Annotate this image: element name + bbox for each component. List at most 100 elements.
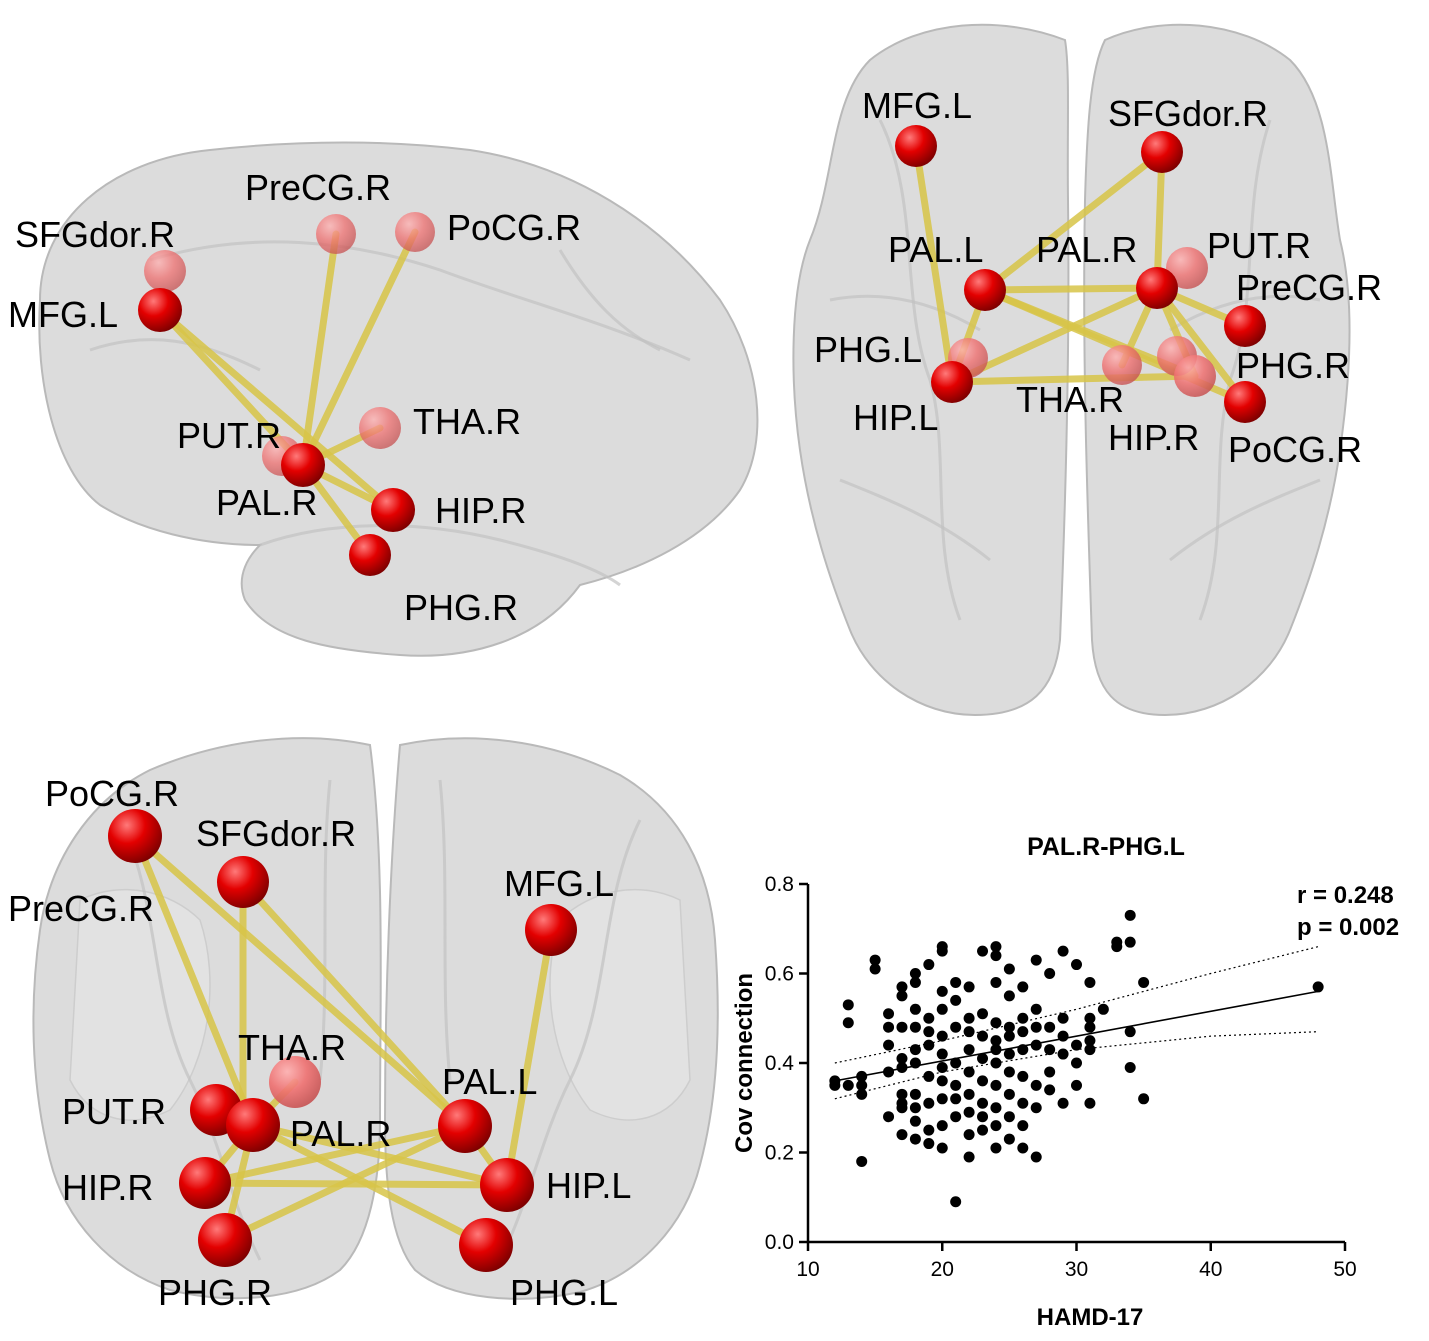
sagittal-fold [89, 338, 261, 372]
data-point [909, 1044, 921, 1056]
data-point [869, 954, 881, 966]
data-point [1030, 1151, 1042, 1163]
coronal-inner-structure [549, 888, 691, 1121]
data-point [1003, 1066, 1015, 1078]
label-put-r: PUT.R [62, 1091, 166, 1132]
data-point [909, 1021, 921, 1033]
data-point [1017, 981, 1029, 993]
label-hip-l: HIP.L [853, 397, 938, 438]
axial-fold [829, 294, 981, 332]
coronal-fold [438, 779, 452, 1081]
data-point [936, 1075, 948, 1087]
label-pal-l: PAL.L [442, 1061, 537, 1102]
stat-p: p = 0.002 [1297, 914, 1399, 941]
label-hip-r: HIP.R [435, 490, 526, 531]
node-pocg-r [108, 809, 162, 863]
label-phg-r: PHG.R [404, 587, 518, 628]
node-hip-l [931, 361, 973, 403]
data-point [1017, 1044, 1029, 1056]
data-point [1124, 936, 1136, 948]
data-point [950, 1111, 962, 1123]
x-tick-label: 10 [796, 1258, 819, 1281]
data-point [990, 941, 1002, 953]
data-point [963, 1129, 975, 1141]
data-point [1044, 1021, 1056, 1033]
edge [131, 832, 469, 1130]
label-hip-l: HIP.L [546, 1165, 631, 1206]
data-point [923, 1039, 935, 1051]
data-point [1003, 1021, 1015, 1033]
node-tha-r [269, 1056, 321, 1108]
data-point [896, 990, 908, 1002]
y-tick-label: 0.0 [765, 1231, 794, 1254]
edge [981, 148, 1166, 294]
label-pal-r: PAL.R [1036, 229, 1137, 270]
y-axis-label: Cov connection [731, 973, 758, 1153]
data-point [1071, 1079, 1082, 1091]
scatter-chart: PAL.R-PHG.L r = 0.248 p = 0.002 Cov conn… [731, 833, 1399, 1331]
data-point [909, 1057, 921, 1069]
data-point [950, 1021, 962, 1033]
node-sfgdor-r [1141, 131, 1183, 173]
edge [912, 142, 956, 386]
edge [239, 878, 469, 1130]
data-point [909, 1115, 921, 1127]
data-point [950, 994, 962, 1006]
data-point [963, 981, 975, 993]
axial-fold [1169, 478, 1321, 562]
data-point [1124, 1026, 1136, 1038]
label-pocg-r: PoCG.R [447, 207, 581, 248]
data-point [909, 1088, 921, 1100]
data-point [883, 1008, 895, 1020]
data-point [1030, 1079, 1042, 1091]
data-point [1071, 1039, 1082, 1051]
data-point [842, 1079, 854, 1091]
label-mfg-l: MFG.L [862, 85, 972, 126]
sagittal-fold [558, 249, 661, 352]
data-point [1030, 1003, 1042, 1015]
y-tick-label: 0.2 [765, 1142, 794, 1165]
data-point [963, 1088, 975, 1100]
label-mfg-l: MFG.L [8, 294, 118, 335]
data-point [1017, 1142, 1029, 1154]
data-point [1044, 1066, 1056, 1078]
data-point [896, 981, 908, 993]
data-point [1138, 976, 1150, 988]
data-point [950, 976, 962, 988]
data-point [990, 1044, 1002, 1056]
data-point [856, 1079, 868, 1091]
data-point [977, 1075, 989, 1087]
node-pal-l [964, 269, 1006, 311]
coronal-inner-structure [69, 888, 211, 1121]
data-point [923, 1097, 935, 1109]
node-sfgdor-r [217, 856, 269, 908]
node-hip-l [480, 1158, 534, 1212]
node-mfg-l [138, 288, 182, 332]
data-point [1124, 909, 1136, 921]
data-point [963, 1044, 975, 1056]
data-point [1084, 976, 1096, 988]
data-point [990, 1142, 1002, 1154]
data-point [977, 945, 989, 957]
data-point [963, 1012, 975, 1024]
node-put-r [1166, 247, 1208, 289]
data-point [909, 1102, 921, 1114]
edge [1153, 284, 1249, 406]
coronal-edges [131, 832, 555, 1249]
data-point [856, 1070, 868, 1082]
data-point [1044, 1084, 1056, 1096]
node-mfg-l [895, 125, 937, 167]
label-precg-r: PreCG.R [8, 888, 154, 929]
data-point [936, 1030, 948, 1042]
sagittal-view: SFGdor.R PreCG.R PoCG.R MFG.L PUT.R THA.… [8, 141, 759, 657]
edge [201, 1179, 511, 1189]
data-point [1003, 1133, 1015, 1145]
node-precg-r [316, 214, 356, 254]
data-point [1057, 945, 1069, 957]
data-point [896, 1102, 908, 1114]
data-point [977, 1124, 989, 1136]
label-tha-r: THA.R [413, 401, 521, 442]
data-point [896, 1129, 908, 1141]
stat-r: r = 0.248 [1297, 882, 1394, 909]
